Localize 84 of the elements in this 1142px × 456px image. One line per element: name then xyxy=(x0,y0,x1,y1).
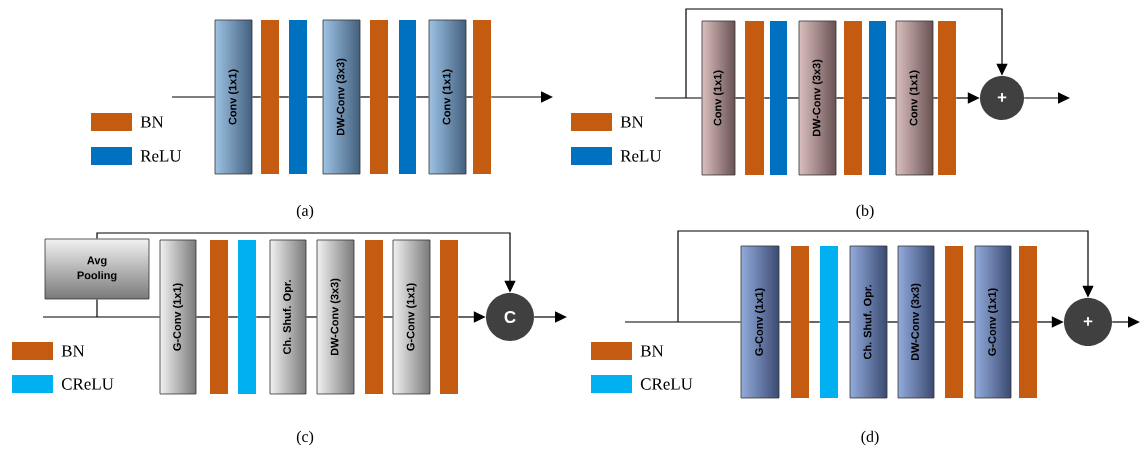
layer-bar xyxy=(370,20,388,174)
layer-bar xyxy=(399,20,416,174)
connector-line xyxy=(624,321,742,323)
connector-line xyxy=(808,321,821,323)
connector-line xyxy=(1010,321,1020,323)
legend-label: CReLU xyxy=(640,378,693,390)
panel-caption: (a) xyxy=(296,204,314,220)
connector-line xyxy=(962,321,976,323)
connector-line xyxy=(465,96,474,98)
layer-bar xyxy=(289,20,307,174)
connector-line xyxy=(255,316,271,318)
layer-bar xyxy=(261,20,279,174)
layer-box: Ch. Shuf. Opr. xyxy=(269,239,307,395)
layer-box: DW-Conv (3x3) xyxy=(316,239,355,395)
layer-bar xyxy=(440,240,458,394)
connector-line xyxy=(885,97,897,99)
connector-line xyxy=(778,321,792,323)
connector-line xyxy=(227,316,239,318)
layer-bar xyxy=(791,246,809,398)
connector-line xyxy=(387,96,400,98)
panel-caption: (b) xyxy=(856,204,874,220)
connector-line xyxy=(382,316,394,318)
connector-line xyxy=(685,8,1008,99)
connector-line xyxy=(278,96,290,98)
connector-line xyxy=(96,298,98,318)
layer-box: G-Conv (1x1) xyxy=(159,239,197,395)
layer-bar xyxy=(365,240,383,394)
connector-line xyxy=(1023,92,1070,104)
connector-line xyxy=(42,316,161,318)
layer-bar xyxy=(473,20,491,174)
connector-line xyxy=(677,230,1094,323)
connector-line xyxy=(837,321,851,323)
layer-bar xyxy=(745,21,764,175)
panel-caption: (d) xyxy=(861,430,879,446)
connector-line xyxy=(763,97,771,99)
layer-box: G-Conv (1x1) xyxy=(392,239,431,395)
layer-box: DW-Conv (3x3) xyxy=(322,19,361,175)
legend-label: BN xyxy=(640,345,664,357)
connector-line xyxy=(415,96,430,98)
panel-caption: (c) xyxy=(296,430,314,446)
layer-box: DW-Conv (3x3) xyxy=(897,245,935,399)
layer-box: G-Conv (1x1) xyxy=(974,245,1012,399)
connector-line xyxy=(195,316,211,318)
connector-line xyxy=(932,97,939,99)
layer-bar xyxy=(869,21,886,175)
layer-box: DW-Conv (3x3) xyxy=(798,20,837,176)
legend-label: ReLU xyxy=(620,150,662,162)
connector-line xyxy=(306,96,324,98)
connector-line xyxy=(429,316,441,318)
layer-bar xyxy=(820,246,838,398)
connector-line xyxy=(886,321,899,323)
connector-line xyxy=(835,97,845,99)
layer-box: Conv (1x1) xyxy=(701,20,736,176)
layer-bar xyxy=(938,21,956,175)
layer-bar xyxy=(210,240,228,394)
legend-label: CReLU xyxy=(61,378,114,390)
layer-box: Conv (1x1) xyxy=(895,20,934,176)
connector-line xyxy=(305,316,318,318)
pooling-box: Avg Pooling xyxy=(44,238,150,300)
layer-box: Conv (1x1) xyxy=(428,19,467,175)
legend-label: BN xyxy=(61,345,85,357)
connector-line xyxy=(171,96,216,98)
layer-bar xyxy=(844,21,862,175)
connector-line xyxy=(533,311,567,323)
connector-line xyxy=(654,97,703,99)
legend-label: BN xyxy=(140,116,164,128)
connector-line xyxy=(786,97,800,99)
layer-box: Ch. Shuf. Opr. xyxy=(849,245,888,399)
connector-line xyxy=(353,316,366,318)
connector-line xyxy=(734,97,746,99)
layer-box: G-Conv (1x1) xyxy=(740,245,780,399)
connector-line xyxy=(359,96,371,98)
connector-line xyxy=(490,91,553,103)
layer-bar xyxy=(1019,246,1037,398)
connector-line xyxy=(933,321,946,323)
connector-line xyxy=(1111,316,1140,328)
layer-bar xyxy=(238,240,256,394)
legend-label: BN xyxy=(620,116,644,128)
layer-bar xyxy=(770,21,787,175)
layer-bar xyxy=(945,246,963,398)
connector-line xyxy=(251,96,262,98)
legend-label: ReLU xyxy=(140,150,182,162)
connector-line xyxy=(861,97,870,99)
layer-box: Conv (1x1) xyxy=(214,19,253,175)
